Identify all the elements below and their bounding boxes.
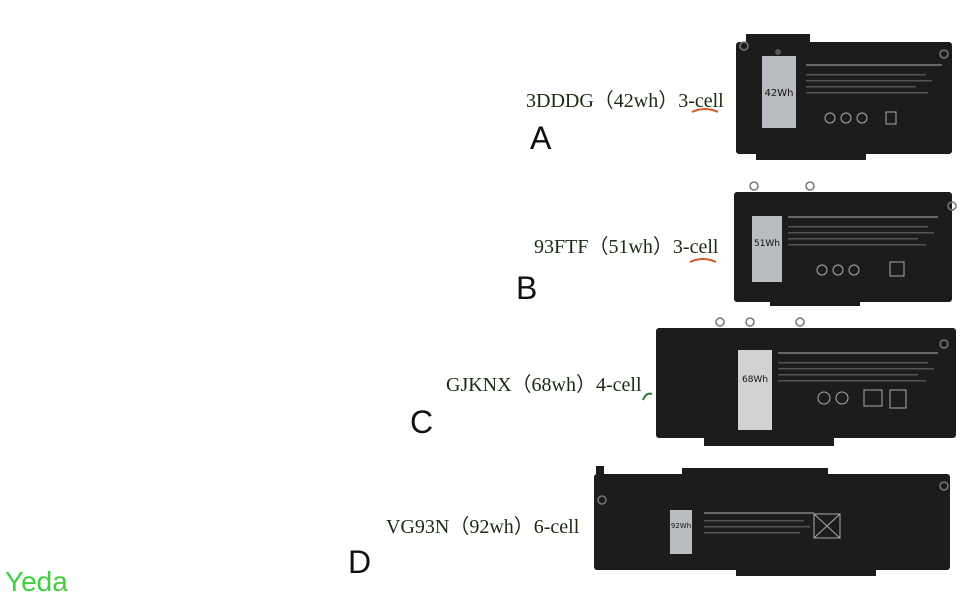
battery-a-label: 3DDDG（42wh）3-cell (526, 90, 724, 112)
battery-c-letter: C (410, 404, 434, 440)
battery-c-label: GJKNX（68wh）4-cell (446, 374, 642, 396)
battery-a-capacity: 42Wh (765, 88, 794, 99)
battery-b-label: 93FTF（51wh）3-cell (534, 236, 719, 258)
battery-a-image: 42Wh (736, 34, 952, 160)
brand-watermark: Yeda (5, 566, 68, 597)
accent-mark (691, 108, 719, 113)
battery-d-label: VG93N（92wh）6-cell (386, 516, 580, 538)
battery-d-image: 92Wh (592, 464, 954, 578)
battery-b-image: 51Wh (730, 180, 960, 306)
battery-c-image: 68Wh (654, 316, 960, 450)
battery-b-capacity: 51Wh (754, 239, 780, 249)
battery-d-letter: D (348, 544, 372, 580)
battery-c-capacity: 68Wh (742, 375, 768, 385)
accent-mark (642, 392, 653, 401)
battery-a-letter: A (530, 120, 552, 156)
battery-b-letter: B (516, 270, 538, 306)
accent-mark (689, 258, 717, 263)
battery-d-capacity: 92Wh (671, 522, 691, 530)
